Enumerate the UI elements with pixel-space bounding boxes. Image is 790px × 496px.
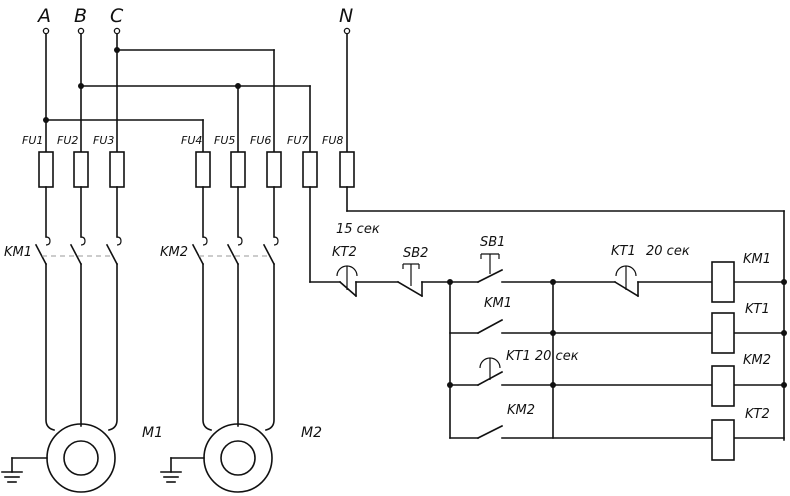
km2-aux-contact: KM2: [476, 403, 535, 440]
sb1-label: SB1: [480, 235, 505, 250]
control-wiring: [309, 186, 785, 439]
supply-terminals: [42, 27, 351, 123]
km2-main-contacts: KM2: [160, 236, 279, 266]
kt1-timer-contact-lower: KT1 20 сек: [476, 349, 579, 387]
phase-label-b: B: [74, 5, 87, 27]
fuse-fu8: FU8: [322, 134, 355, 188]
sb2-label: SB2: [403, 246, 428, 261]
fuse-label: FU2: [57, 134, 78, 147]
phase-label-n: N: [339, 5, 353, 27]
coil-kt1-label: KT1: [745, 302, 770, 317]
fuse-label: FU7: [287, 134, 308, 147]
km1-main-contacts: KM1: [4, 236, 122, 266]
coil-km1: KM1: [711, 252, 771, 303]
km1-aux-label: KM1: [484, 296, 512, 311]
fuse-fu4: FU4: [181, 134, 211, 188]
fuse-fu1: FU1: [22, 134, 54, 188]
fuse-label: FU6: [250, 134, 271, 147]
fuse-fu3: FU3: [93, 134, 125, 188]
fuse-label: FU4: [181, 134, 202, 147]
coil-km1-label: KM1: [743, 252, 771, 267]
phase-label-c: C: [110, 5, 124, 27]
control-junctions: [447, 279, 787, 388]
kt1-lower-label: KT1 20 сек: [506, 349, 579, 364]
coil-kt1: KT1: [711, 302, 770, 354]
fuse-label: FU5: [214, 134, 235, 147]
fuse-fu2: FU2: [57, 134, 89, 188]
coil-kt2-label: KT2: [745, 407, 770, 422]
coil-km2-label: KM2: [743, 353, 771, 368]
ground-m2-icon: [160, 457, 205, 483]
km2-aux-label: KM2: [507, 403, 535, 418]
motor-m1: M1: [46, 423, 163, 493]
fuse-output-wiring: [45, 186, 785, 441]
fuse-fu6: FU6: [250, 134, 282, 188]
kt1-upper-label: KT1: [611, 244, 636, 259]
kt1-timer-contact-upper: KT1 20 сек: [611, 244, 690, 298]
motor-m2: M2: [203, 423, 322, 493]
kt2-label: KT2: [332, 245, 357, 260]
ground-m1-icon: [1, 457, 48, 483]
coil-km2: KM2: [711, 353, 771, 407]
motor-m1-label: M1: [142, 425, 163, 441]
fuse-fu5: FU5: [214, 134, 246, 188]
kt2-delay-label: 15 сек: [336, 222, 380, 237]
sb1-start-button: SB1: [476, 235, 505, 284]
fuse-label: FU8: [322, 134, 343, 147]
km1-aux-contact: KM1: [476, 296, 512, 335]
fuse-label: FU1: [22, 134, 43, 147]
fuse-fu7: FU7: [287, 134, 318, 188]
coil-kt2: KT2: [711, 407, 770, 461]
km2-main-label: KM2: [160, 245, 188, 260]
fuse-label: FU3: [93, 134, 114, 147]
motor-m2-label: M2: [301, 425, 322, 441]
phase-label-a: A: [36, 5, 51, 27]
kt1-upper-delay: 20 сек: [646, 244, 690, 259]
km1-main-label: KM1: [4, 245, 32, 260]
sb2-stop-button: SB2: [396, 246, 428, 298]
kt2-timer-contact: 15 сек KT2: [332, 222, 380, 298]
motor-feed-wiring: [45, 263, 275, 431]
supply-wiring: [45, 31, 348, 153]
